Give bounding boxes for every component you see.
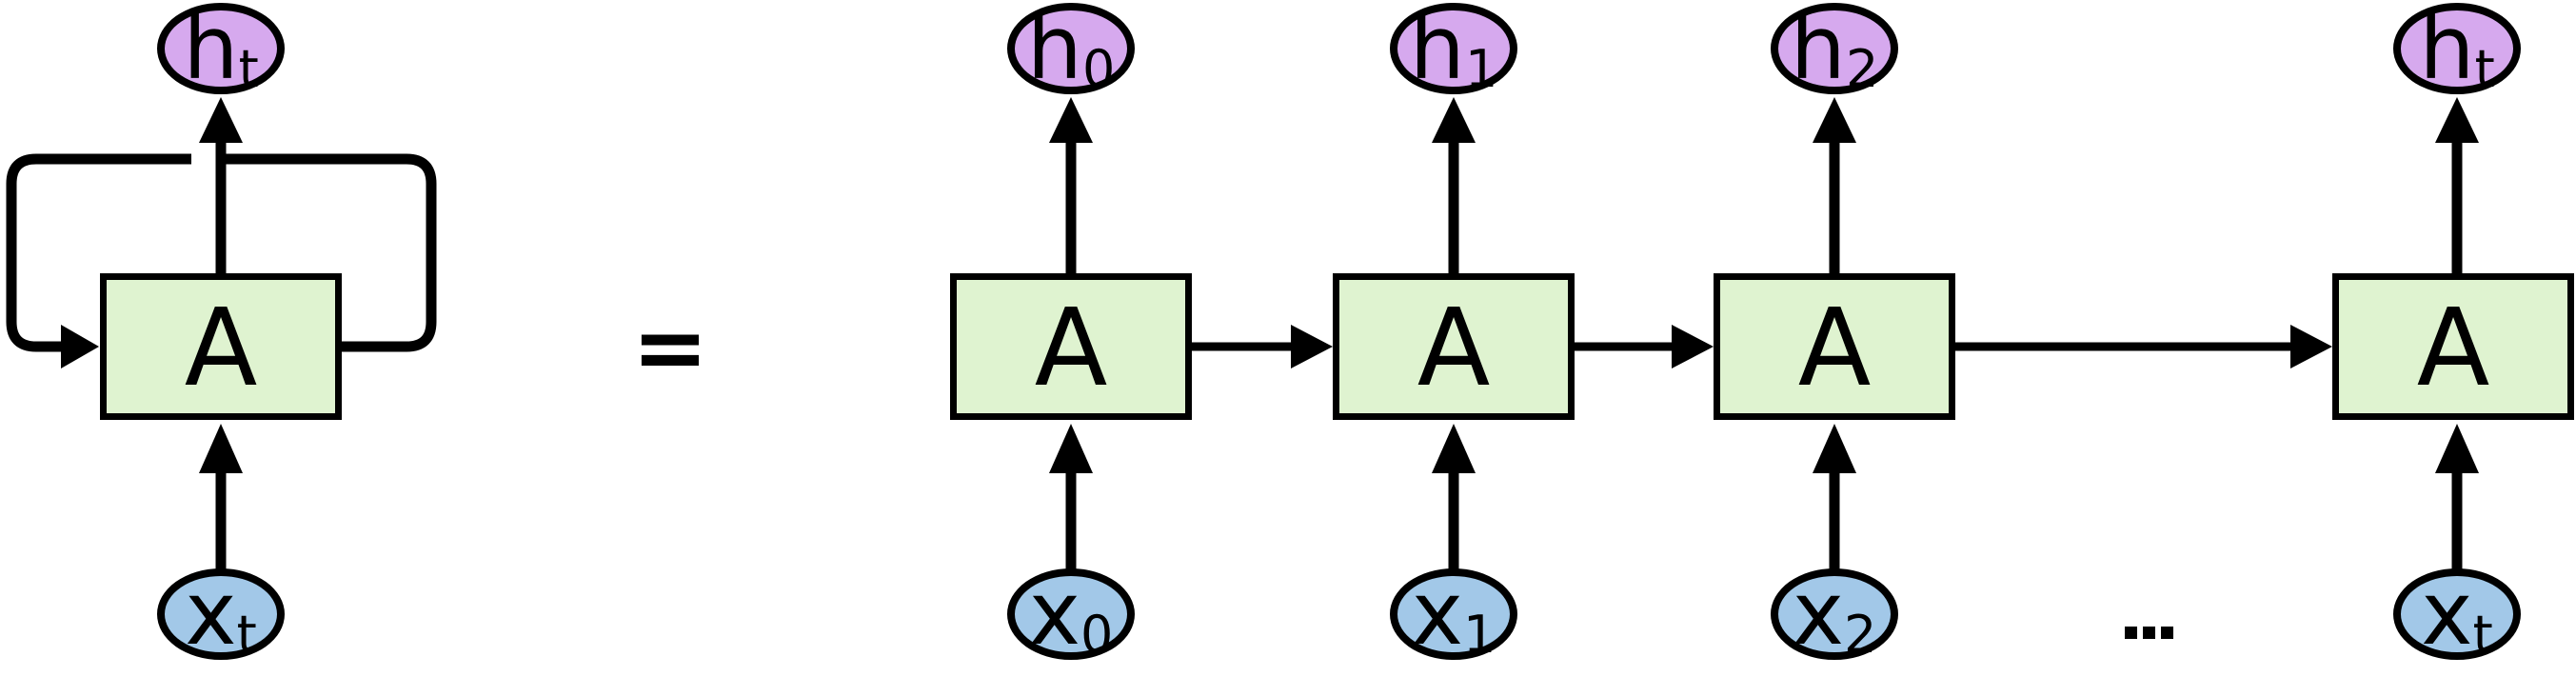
state-arrow-1-2 xyxy=(1575,325,1714,368)
unrolled-cell-label-2: A xyxy=(1797,287,1872,410)
equals-sign: = xyxy=(631,294,709,401)
folded-output-arrow xyxy=(199,97,243,277)
ellipsis: ... xyxy=(2125,627,2173,639)
folded-hidden-state-label: h xyxy=(183,0,239,99)
unrolled-cell-label-t: A xyxy=(2416,287,2490,410)
input-subscript-0: 0 xyxy=(1080,605,1114,665)
input-subscript-t: t xyxy=(2472,605,2493,665)
unrolled-2-output-arrow xyxy=(1813,97,1856,277)
unrolled-cell-box-1: A xyxy=(1333,273,1575,420)
folded-cell-label: A xyxy=(184,287,258,410)
folded-input-label: x xyxy=(185,563,237,665)
input-subscript-1: 1 xyxy=(1463,605,1496,665)
unrolled-2-input-arrow xyxy=(1813,424,1856,570)
hidden-state-subscript-1: 1 xyxy=(1464,39,1498,99)
state-arrow-0-1 xyxy=(1192,325,1333,368)
unrolled-3-input-arrow xyxy=(2435,424,2479,570)
folded-input-arrow xyxy=(199,424,243,570)
unrolled-cell-box-0: A xyxy=(950,273,1192,420)
folded-cell-box: A xyxy=(100,273,342,420)
input-label-t: x xyxy=(2421,563,2473,665)
unrolled-cell-box-t: A xyxy=(2332,273,2574,420)
unrolled-0-output-arrow xyxy=(1049,97,1093,277)
hidden-state-label-t: h xyxy=(2419,0,2475,99)
hidden-state-label-2: h xyxy=(1790,0,1846,99)
unrolled-cell-box-2: A xyxy=(1714,273,1955,420)
hidden-state-subscript-0: 0 xyxy=(1081,39,1116,99)
unrolled-1-input-arrow xyxy=(1432,424,1476,570)
ellipsis-dot xyxy=(2125,627,2137,639)
unrolled-cell-label-1: A xyxy=(1417,287,1491,410)
input-subscript-2: 2 xyxy=(1844,605,1877,665)
ellipsis-dot xyxy=(2143,627,2155,639)
hidden-state-subscript-2: 2 xyxy=(1845,39,1879,99)
input-label-0: x xyxy=(1028,563,1081,665)
input-label-2: x xyxy=(1792,563,1845,665)
folded-input-subscript: t xyxy=(236,605,257,665)
unrolled-0-input-arrow xyxy=(1049,424,1093,570)
unrolled-3-output-arrow xyxy=(2435,97,2479,277)
state-arrow-2-t xyxy=(1955,325,2332,368)
hidden-state-subscript-t: t xyxy=(2474,39,2495,99)
hidden-state-label-0: h xyxy=(1026,0,1082,99)
folded-hidden-state-subscript: t xyxy=(238,39,259,99)
input-label-1: x xyxy=(1411,563,1464,665)
ellipsis-dot xyxy=(2161,627,2173,639)
unrolled-1-output-arrow xyxy=(1432,97,1476,277)
unrolled-cell-label-0: A xyxy=(1034,287,1108,410)
hidden-state-label-1: h xyxy=(1409,0,1465,99)
